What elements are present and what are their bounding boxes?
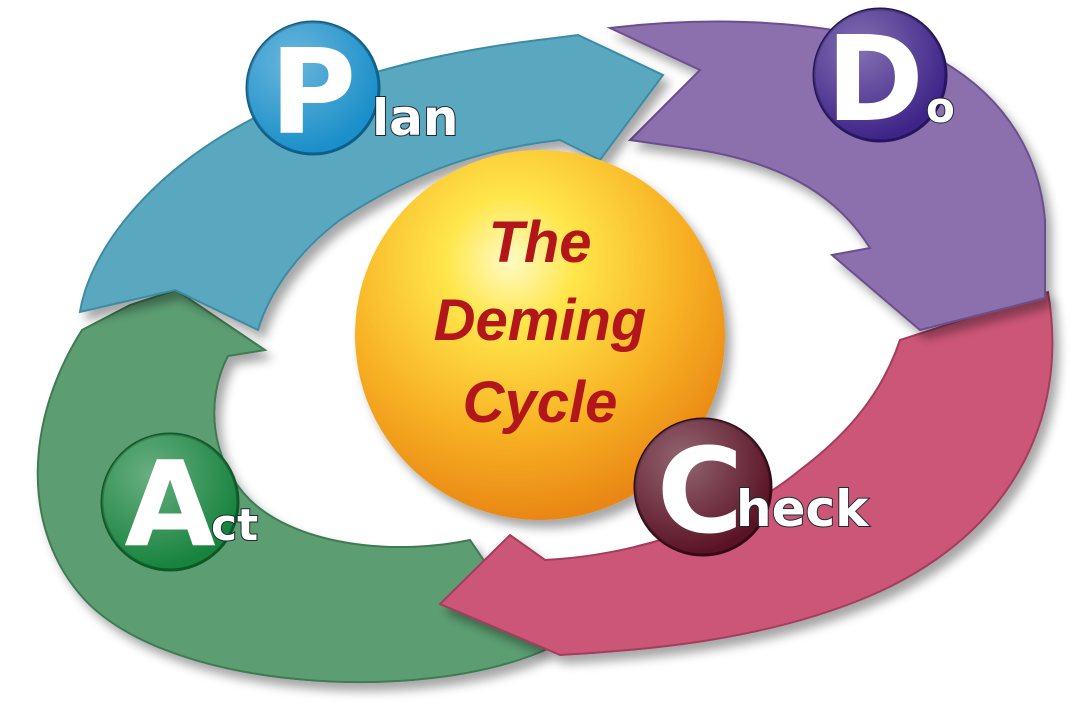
plan-letter: P [270, 23, 356, 161]
check-word-rest: heck [736, 480, 870, 538]
act-letter: A [124, 435, 215, 573]
check-arrow [438, 290, 1054, 657]
center-title-line2: Deming [434, 288, 647, 353]
plan-word-rest: lan [372, 89, 458, 147]
plan-badge: P [245, 20, 381, 161]
act-badge: A [100, 432, 240, 573]
check-letter: C [657, 422, 744, 560]
center-title-line3: Cycle [463, 370, 618, 435]
act-word-rest: ct [211, 500, 258, 551]
act-arrow [36, 288, 547, 684]
plan-arrow [78, 33, 665, 332]
center-title-line1: The [488, 210, 591, 275]
check-badge: C [633, 417, 773, 560]
center-sphere [355, 150, 725, 520]
do-badge: D [812, 7, 948, 148]
do-word-rest: o [926, 83, 955, 132]
do-letter: D [826, 10, 924, 148]
